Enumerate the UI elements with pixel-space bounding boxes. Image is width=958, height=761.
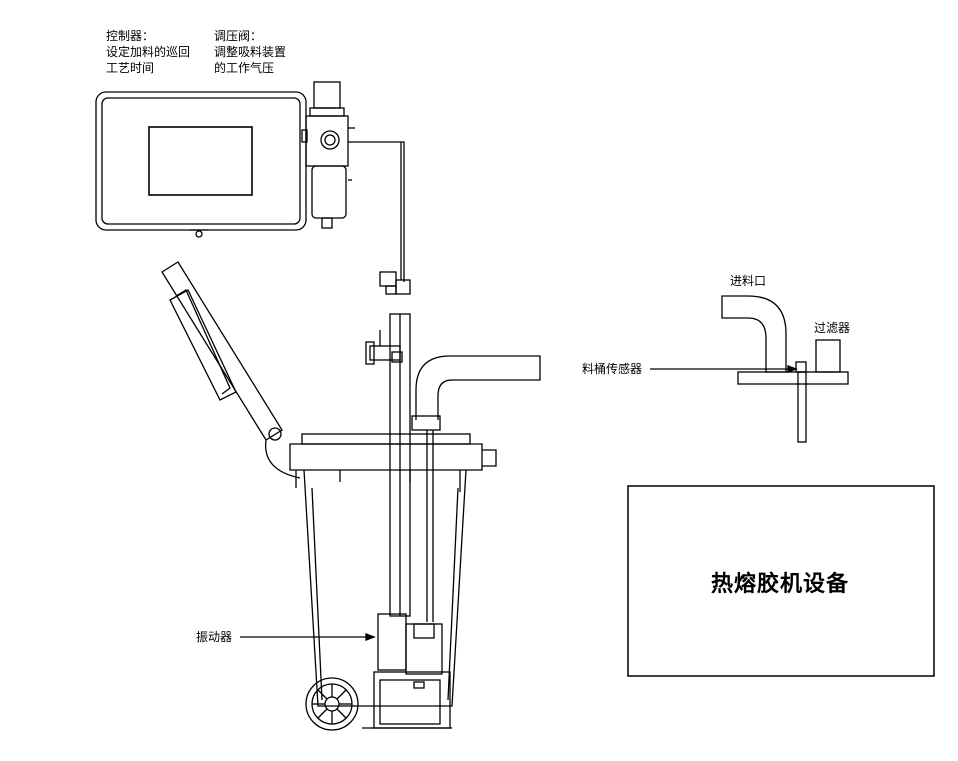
suction-lance <box>365 313 411 617</box>
bucket-wheel <box>305 677 359 731</box>
controller-note: 控制器： 设定加料的巡回 工艺时间 <box>106 28 190 76</box>
controller-note-line3: 工艺时间 <box>106 61 155 75</box>
bucket-sensor-label: 料桶传感器 <box>582 362 643 376</box>
regulator-note-line3: 的工作气压 <box>214 61 275 75</box>
equipment-box <box>627 485 935 677</box>
controller-note-line2: 设定加料的巡回 <box>106 45 191 59</box>
regulator-note-line2: 调整吸料装置 <box>214 45 287 59</box>
controller-note-line1: 控制器： <box>106 29 155 43</box>
equipment-title: 热熔胶机设备 <box>711 572 850 597</box>
vibrator-unit <box>362 613 452 729</box>
vibrator-label: 振动器 <box>196 630 233 644</box>
controller-unit <box>95 91 307 238</box>
regulator-note: 调压阀： 调整吸料装置 的工作气压 <box>214 28 286 76</box>
bucket-body <box>289 433 497 707</box>
vibrator-arrow <box>240 633 376 641</box>
regulator-note-line1: 调压阀： <box>214 29 263 43</box>
bucket-sensor-arrow <box>650 365 798 373</box>
pressure-regulator <box>301 81 355 229</box>
inlet-assembly <box>721 295 849 443</box>
inlet-label: 进料口 <box>730 274 767 288</box>
filter-label: 过滤器 <box>814 321 851 335</box>
air-line <box>348 141 411 295</box>
suction-hose <box>411 355 541 622</box>
bucket-lid <box>161 261 301 479</box>
